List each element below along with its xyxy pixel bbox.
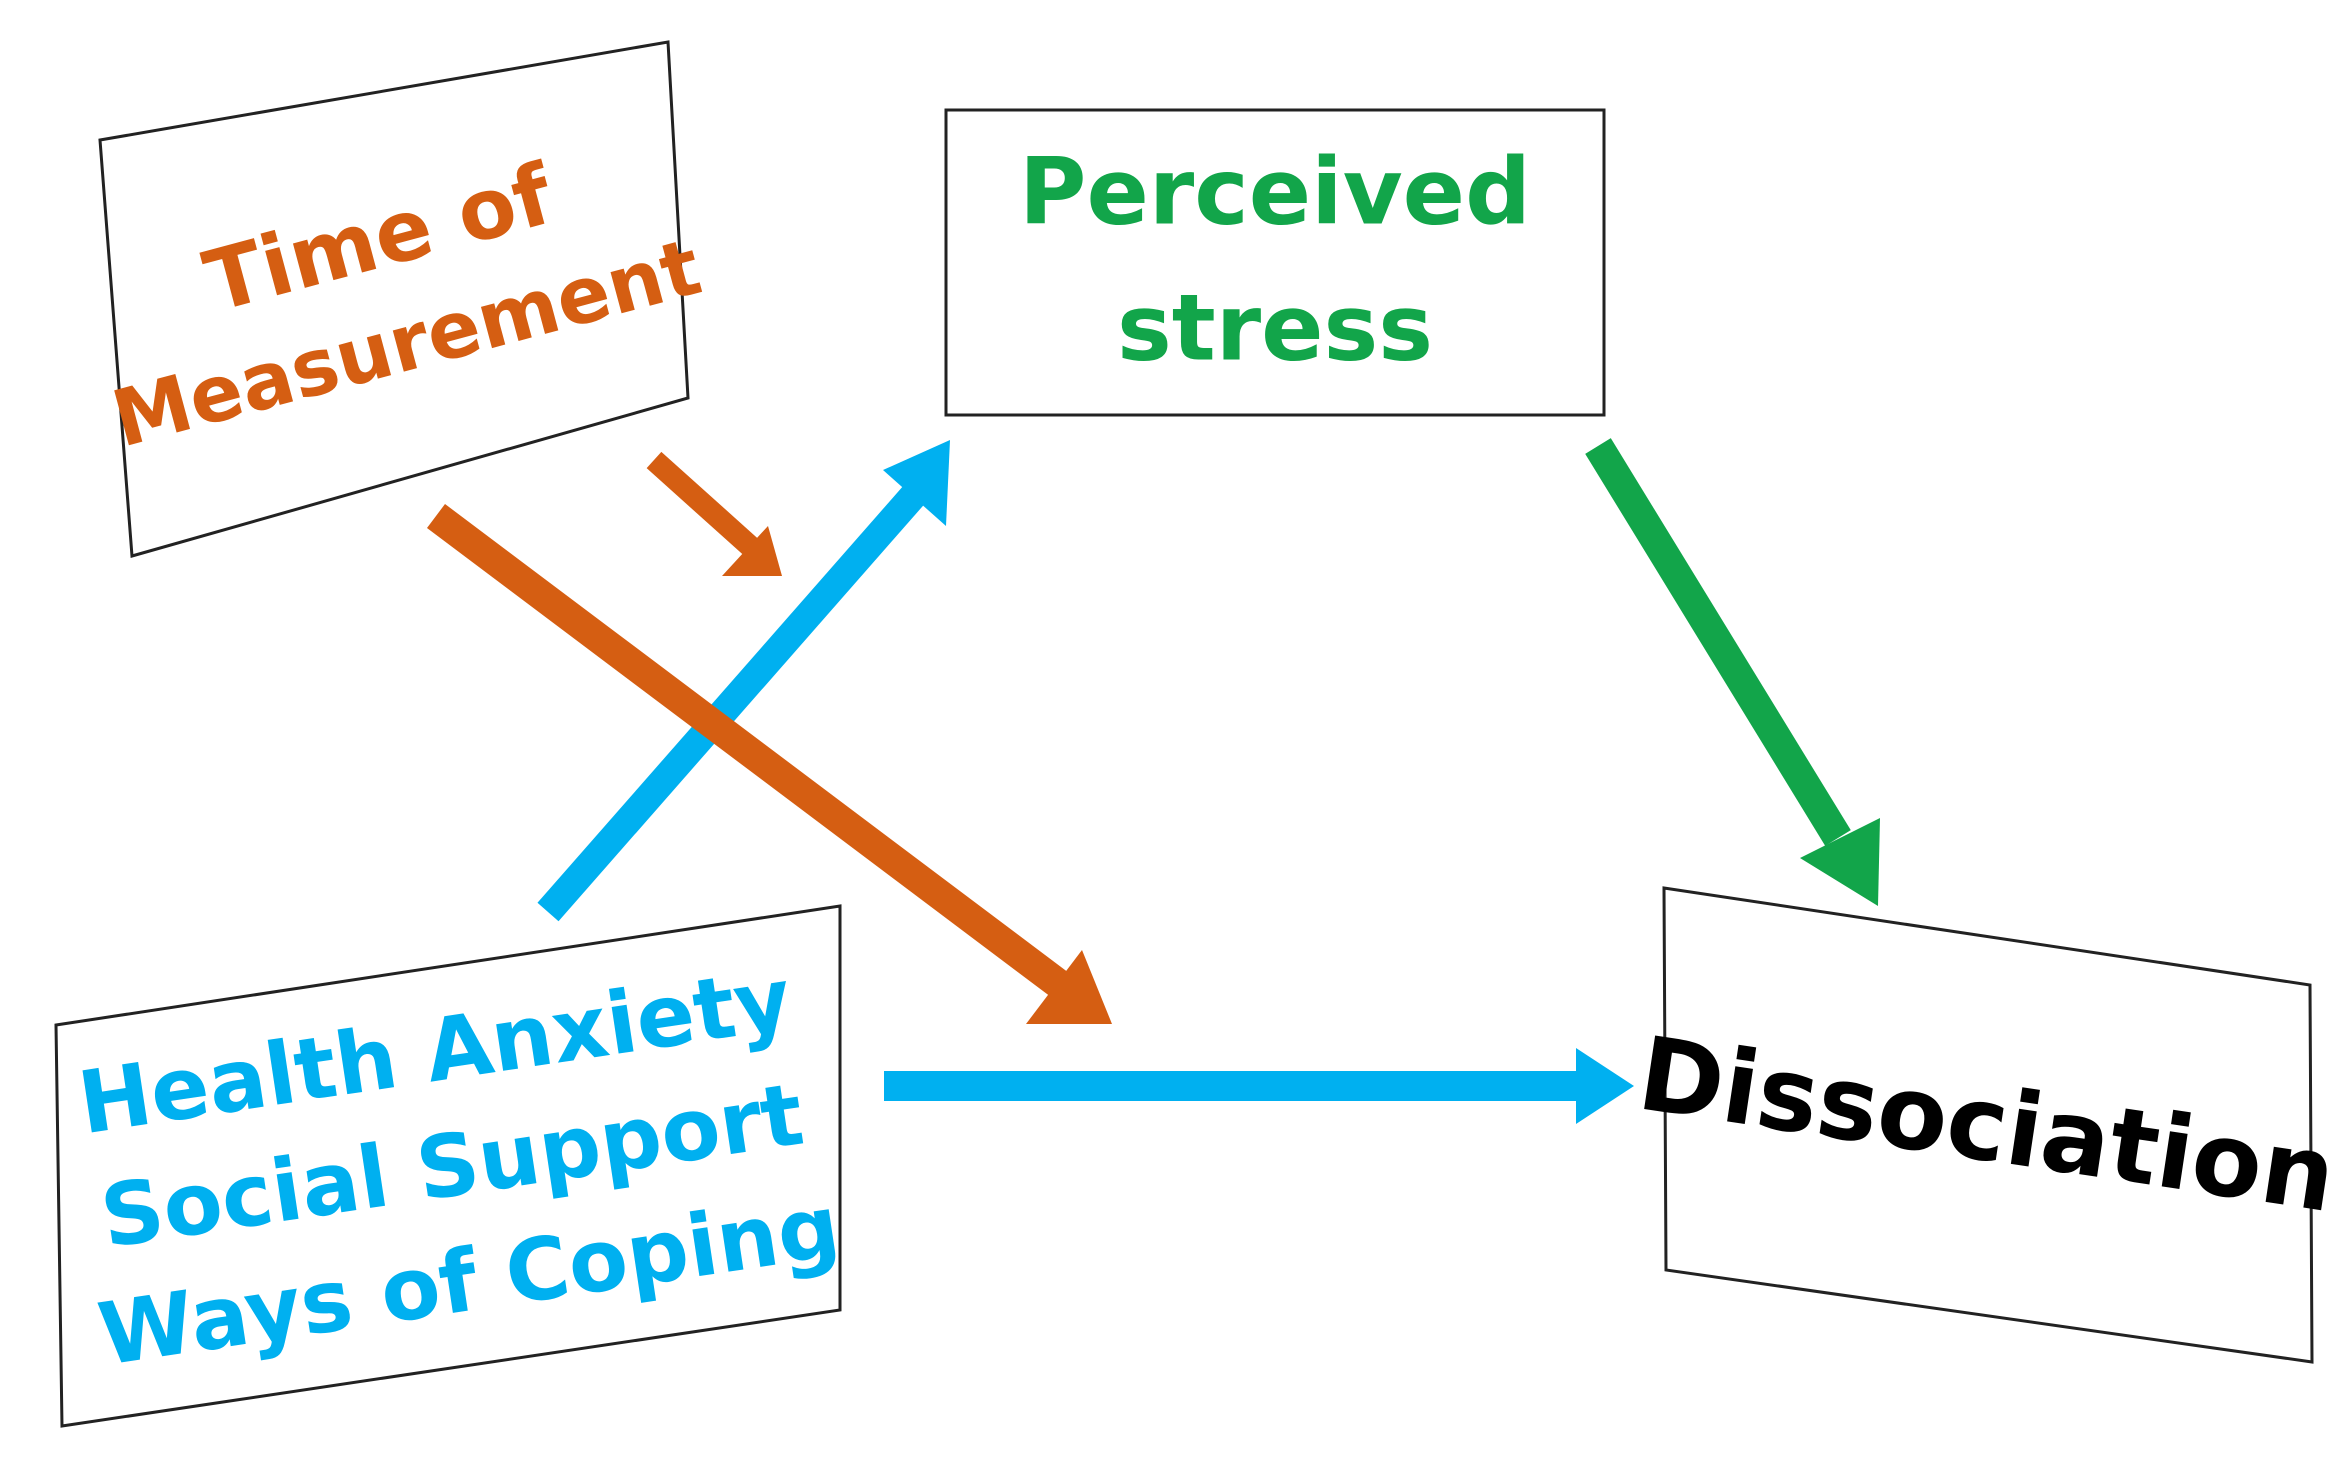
perceived-stress-line2: stress [1117,274,1433,381]
predictors-node: Health Anxiety Social Support Ways of Co… [54,904,846,1428]
time-of-measurement-box [98,40,690,558]
perceived-stress-node: Perceived stress [944,108,1606,417]
arrow-predictors-to-dissociation [884,1048,1634,1124]
arrow-time-to-direct-path [426,504,1112,1024]
time-of-measurement-node: Time of Measurement [98,40,710,558]
perceived-stress-box [944,108,1606,417]
perceived-stress-line1: Perceived [1019,138,1531,245]
arrow-time-to-stress-path [646,451,782,576]
predictors-box [54,904,842,1428]
dissociation-box [1662,886,2314,1364]
arrow-stress-to-dissociation [1585,438,1880,906]
arrow-predictors-to-stress [537,440,950,922]
dissociation-node: Dissociation [1631,886,2342,1364]
